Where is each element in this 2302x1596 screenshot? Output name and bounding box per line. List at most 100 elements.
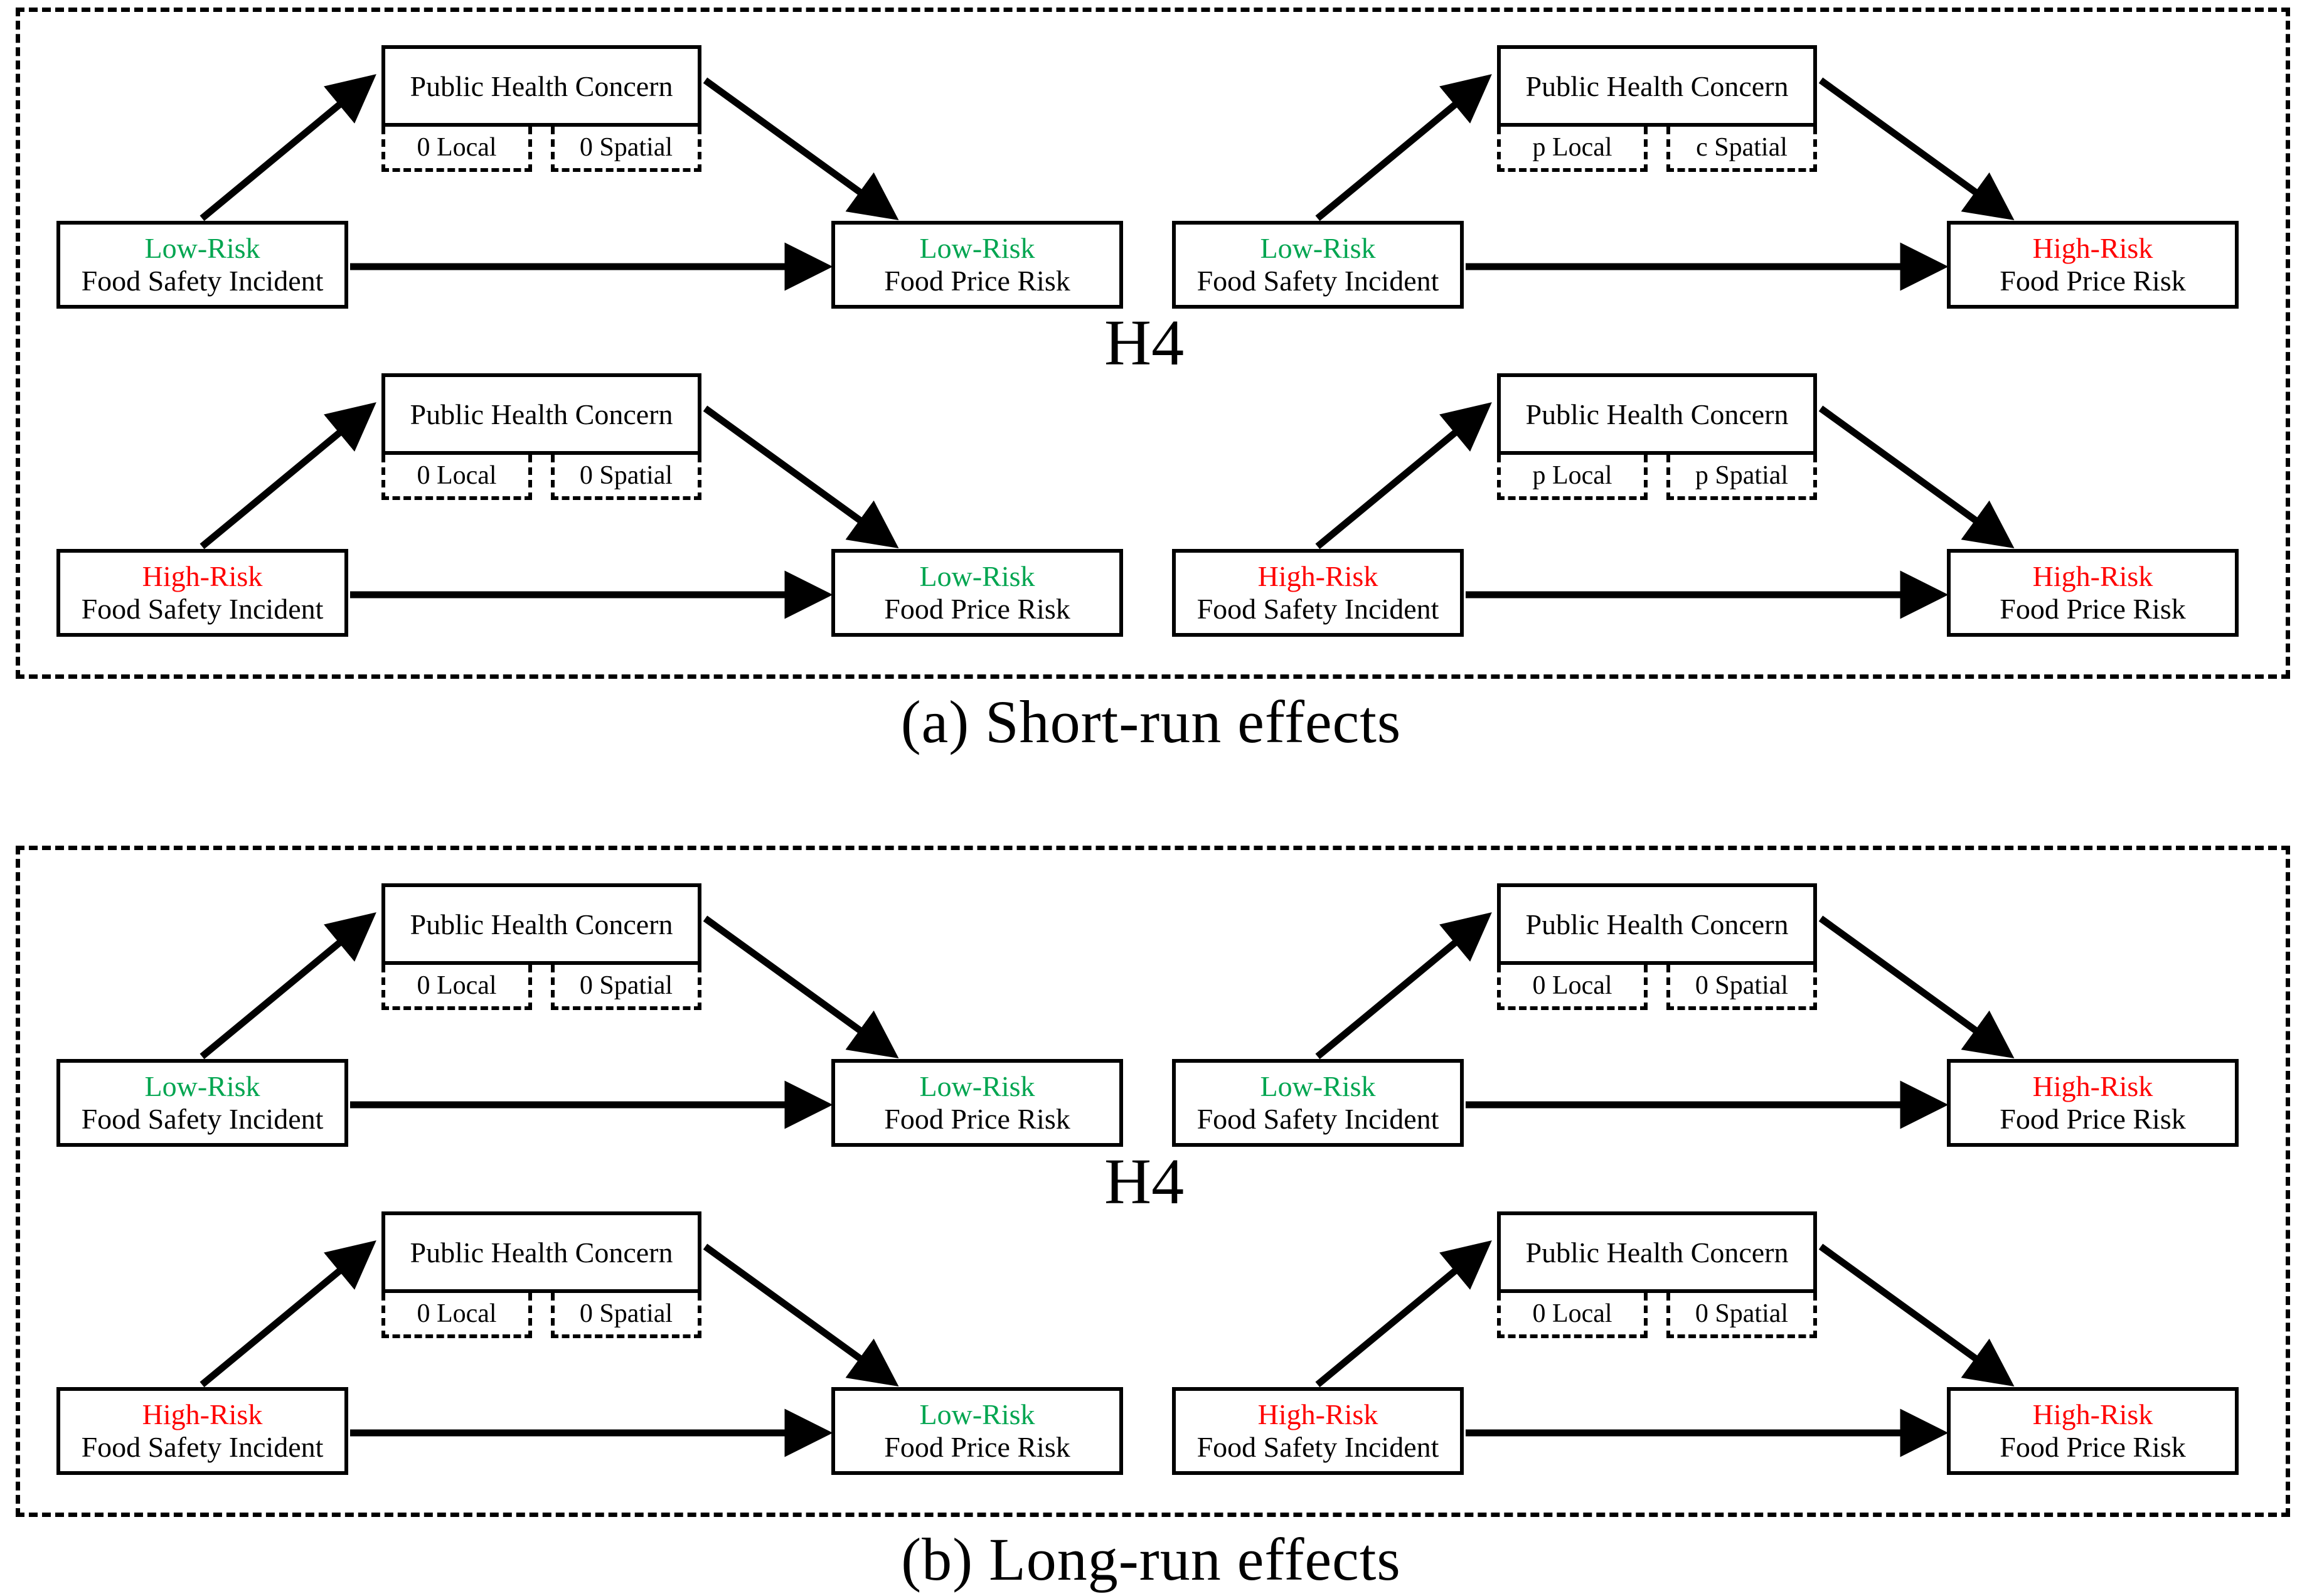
mediation-unit-a-top-left: Public Health Concern 0 Local 0 Spatial … [56,26,1123,315]
mediation-unit-a-bottom-right: Public Health Concern p Local p Spatial … [1172,354,2239,643]
target-base-label: Food Price Risk [2000,593,2186,625]
source-base-label: Food Safety Incident [81,593,324,625]
source-base-label: Food Safety Incident [1196,1431,1439,1463]
edge-mediator-to-target [1818,77,2015,221]
source-risk-label: High-Risk [142,560,263,593]
mediator-spatial-box: 0 Spatial [551,965,701,1010]
target-node: High-Risk Food Price Risk [1947,1059,2239,1147]
mediator-box: Public Health Concern [1497,373,1817,455]
edge-mediator-to-target [703,915,899,1059]
mediator-spatial-label: 0 Spatial [579,971,673,1000]
mediation-unit-a-bottom-left: Public Health Concern 0 Local 0 Spatial … [56,354,1123,643]
mediator-sub-row: 0 Local 0 Spatial [1497,965,1817,1010]
source-base-label: Food Safety Incident [81,1431,324,1463]
mediator-local-box: 0 Local [1497,1293,1648,1338]
target-node: Low-Risk Food Price Risk [831,1387,1123,1475]
edge-source-to-mediator [1315,912,1492,1060]
target-base-label: Food Price Risk [884,1431,1070,1463]
edge-source-to-mediator [200,912,376,1060]
mediator-box: Public Health Concern [1497,1211,1817,1293]
mediator-sub-row: p Local c Spatial [1497,127,1817,172]
mediator-local-label: p Local [1532,461,1612,490]
source-node: Low-Risk Food Safety Incident [56,1059,348,1147]
source-base-label: Food Safety Incident [1196,265,1439,297]
target-node: Low-Risk Food Price Risk [831,549,1123,637]
mediator-box: Public Health Concern [1497,883,1817,965]
mediator-box: Public Health Concern [381,373,701,455]
mediator-local-box: p Local [1497,127,1648,172]
mediator-box: Public Health Concern [1497,45,1817,127]
mediator-title: Public Health Concern [410,70,673,102]
mediator-local-box: p Local [1497,455,1648,500]
mediator-local-box: 0 Local [381,455,532,500]
caption-long-run: (b) Long-run effects [901,1526,1401,1593]
hypothesis-label-short-run: H4 [1104,307,1185,379]
source-risk-label: Low-Risk [1260,232,1376,265]
target-node: High-Risk Food Price Risk [1947,1387,2239,1475]
source-risk-label: High-Risk [1257,1398,1378,1431]
edge-mediator-to-target [703,77,899,221]
mediator-local-label: 0 Local [1532,971,1612,1000]
mediator-local-box: 0 Local [381,127,532,172]
edge-mediator-to-target [1818,915,2015,1059]
mediator-spatial-box: 0 Spatial [551,1293,701,1338]
mediator-title: Public Health Concern [410,1236,673,1269]
edge-source-to-mediator [1315,402,1492,550]
source-risk-label: High-Risk [142,1398,263,1431]
source-node: High-Risk Food Safety Incident [56,1387,348,1475]
mediator-spatial-label: 0 Spatial [579,133,673,162]
source-base-label: Food Safety Incident [1196,1103,1439,1135]
mediator-sub-row: 0 Local 0 Spatial [381,455,701,500]
mediator-title: Public Health Concern [410,398,673,430]
mediation-unit-b-bottom-left: Public Health Concern 0 Local 0 Spatial … [56,1193,1123,1481]
source-base-label: Food Safety Incident [81,265,324,297]
mediation-unit-a-top-right: Public Health Concern p Local c Spatial … [1172,26,2239,315]
mediator-local-box: 0 Local [1497,965,1648,1010]
mediation-unit-b-bottom-right: Public Health Concern 0 Local 0 Spatial … [1172,1193,2239,1481]
mediator-title: Public Health Concern [410,908,673,940]
mediator-local-label: 0 Local [1532,1299,1612,1328]
mediator-title: Public Health Concern [1525,70,1789,102]
mediator-local-label: p Local [1532,133,1612,162]
mediator-local-box: 0 Local [381,965,532,1010]
mediator-spatial-label: 0 Spatial [579,461,673,490]
target-base-label: Food Price Risk [2000,265,2186,297]
mediator-spatial-box: 0 Spatial [1666,1293,1817,1338]
target-base-label: Food Price Risk [884,265,1070,297]
source-risk-label: Low-Risk [1260,1070,1376,1103]
panel-long-run [16,846,2290,1517]
mediator-spatial-box: 0 Spatial [551,455,701,500]
mediator-local-label: 0 Local [417,461,497,490]
mediator-title: Public Health Concern [1525,398,1789,430]
source-base-label: Food Safety Incident [1196,593,1439,625]
source-node: Low-Risk Food Safety Incident [1172,1059,1464,1147]
source-node: High-Risk Food Safety Incident [56,549,348,637]
source-node: Low-Risk Food Safety Incident [1172,221,1464,309]
edge-source-to-mediator [200,74,376,221]
mediator-title: Public Health Concern [1525,908,1789,940]
target-risk-label: High-Risk [2032,232,2153,265]
target-node: High-Risk Food Price Risk [1947,221,2239,309]
target-node: Low-Risk Food Price Risk [831,1059,1123,1147]
target-node: Low-Risk Food Price Risk [831,221,1123,309]
mediator-spatial-label: p Spatial [1695,461,1789,490]
mediation-unit-b-top-left: Public Health Concern 0 Local 0 Spatial … [56,864,1123,1153]
target-risk-label: High-Risk [2032,1398,2153,1431]
target-risk-label: Low-Risk [919,560,1035,593]
edge-mediator-to-target [703,1243,899,1387]
mediator-title: Public Health Concern [1525,1236,1789,1269]
mediator-box: Public Health Concern [381,883,701,965]
edge-mediator-to-target [1818,405,2015,549]
source-node: Low-Risk Food Safety Incident [56,221,348,309]
mediator-spatial-box: p Spatial [1666,455,1817,500]
mediation-unit-b-top-right: Public Health Concern 0 Local 0 Spatial … [1172,864,2239,1153]
target-base-label: Food Price Risk [884,1103,1070,1135]
hypothesis-label-long-run: H4 [1104,1146,1185,1218]
source-risk-label: Low-Risk [144,232,260,265]
mediator-sub-row: 0 Local 0 Spatial [381,127,701,172]
target-risk-label: Low-Risk [919,1398,1035,1431]
mediator-spatial-label: 0 Spatial [579,1299,673,1328]
edge-source-to-mediator [200,1240,376,1388]
mediator-spatial-box: 0 Spatial [551,127,701,172]
target-risk-label: High-Risk [2032,1070,2153,1103]
